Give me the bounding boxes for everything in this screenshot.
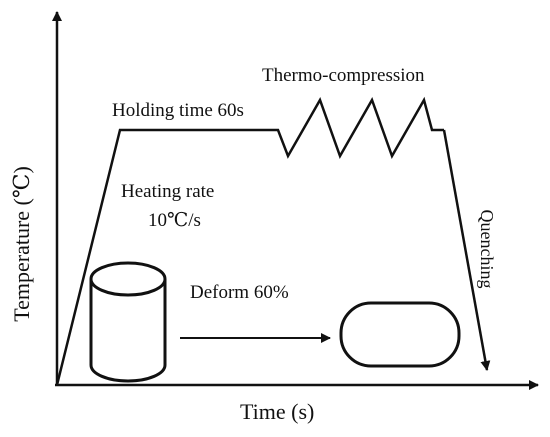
quenching-label: Quenching [477, 209, 497, 289]
deform-label: Deform 60% [190, 282, 289, 303]
heating-rate-label: Heating rate [121, 181, 215, 202]
thermo-compression-label: Thermo-compression [262, 65, 425, 86]
temperature-profile-curve [55, 96, 444, 386]
holding-time-label: Holding time 60s [112, 100, 244, 121]
quenching-curve [442, 129, 491, 371]
y-axis-label: Temperature (℃) [9, 166, 34, 322]
deformed-specimen-icon [339, 301, 461, 368]
x-axis-label: Time (s) [240, 399, 315, 424]
cylinder-specimen-icon [89, 261, 167, 383]
heating-rate-value: 10℃/s [148, 210, 201, 231]
